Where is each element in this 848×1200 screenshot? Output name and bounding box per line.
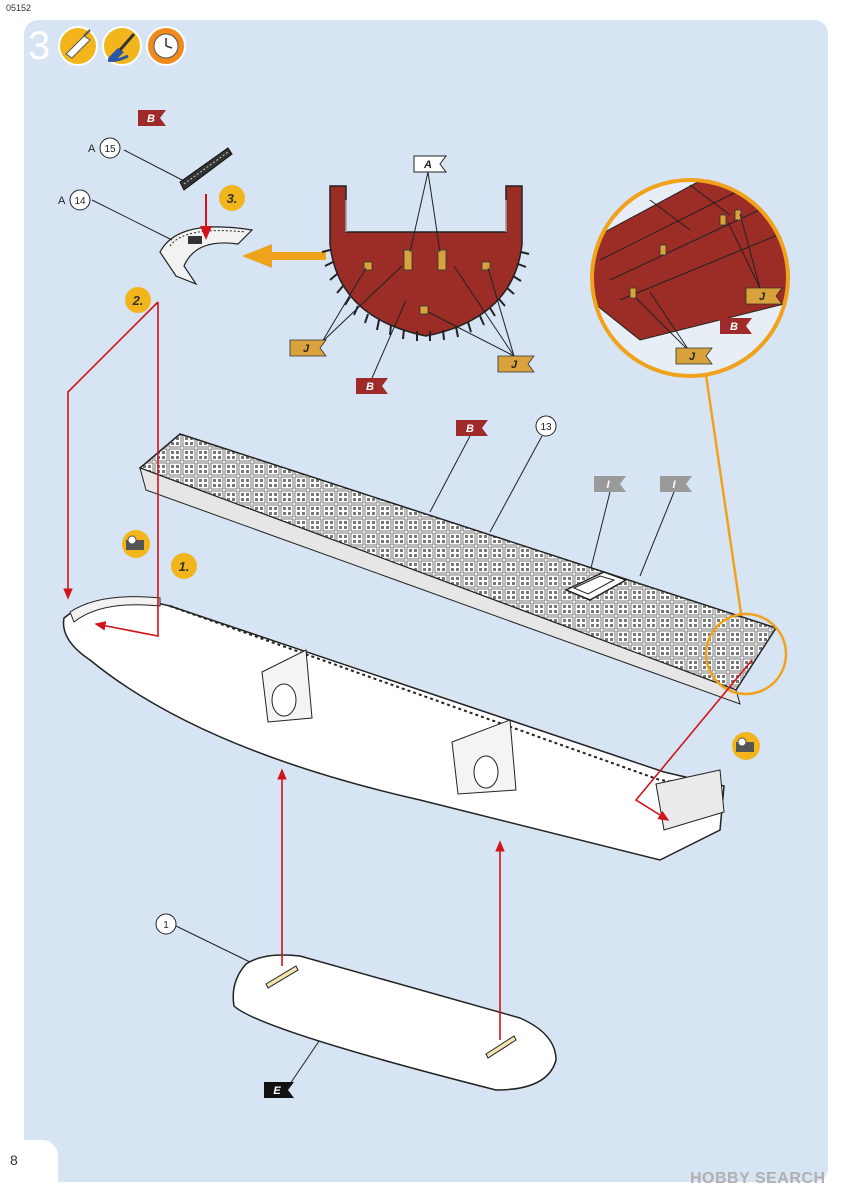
step-badge-2: 2. — [125, 287, 151, 313]
part-15 — [123, 147, 233, 191]
flag-b-deck: B — [456, 420, 488, 436]
leader-lines — [175, 171, 761, 1085]
svg-text:3.: 3. — [227, 191, 238, 206]
part-14-callout — [69, 189, 91, 211]
svg-text:A: A — [423, 159, 432, 171]
flag-j-zoom-1: J — [745, 287, 783, 305]
glue-icon — [58, 26, 98, 66]
flag-a-section: A — [413, 155, 447, 173]
svg-text:J: J — [303, 343, 310, 355]
paint-brush-icon — [102, 26, 142, 66]
hull-main — [62, 596, 725, 861]
flag-i-deck-2: I — [660, 476, 692, 492]
part-13-callout — [535, 415, 557, 437]
flag-j-zoom-2: J — [675, 347, 713, 365]
part-14-prefix: A — [58, 195, 66, 207]
step-number: 3 — [28, 24, 51, 68]
flag-b-zoom: B — [720, 318, 752, 334]
page-number: 8 — [10, 1152, 18, 1168]
glue-tape-icon-right — [732, 732, 760, 760]
flag-j-left: J — [289, 339, 327, 357]
svg-text:I: I — [672, 479, 676, 491]
svg-text:I: I — [606, 479, 610, 491]
part-15-prefix: A — [88, 143, 96, 155]
svg-text:E: E — [273, 1085, 281, 1097]
svg-text:B: B — [466, 423, 474, 435]
flag-i-deck-1: I — [594, 476, 626, 492]
orange-direction-arrow — [242, 244, 326, 268]
svg-text:B: B — [730, 321, 738, 333]
part-14-number: 14 — [74, 196, 86, 207]
part-1-number: 1 — [163, 920, 169, 931]
watermark: HOBBY SEARCH — [690, 1170, 826, 1187]
stand-part-1 — [232, 954, 557, 1091]
svg-text:1.: 1. — [179, 559, 190, 574]
hull-section — [321, 185, 530, 341]
clock-icon — [146, 26, 186, 66]
part-15-number: 15 — [104, 144, 116, 155]
step-badge-1: 1. — [171, 553, 197, 579]
glue-tape-icon-left — [122, 530, 150, 558]
svg-text:J: J — [689, 351, 696, 363]
page-number-tab: 8 — [4, 1140, 58, 1186]
svg-text:J: J — [759, 291, 766, 303]
deck-detail-circle — [704, 612, 788, 696]
part-1-callout — [155, 913, 177, 935]
step-badge-3: 3. — [219, 185, 245, 211]
svg-text:J: J — [511, 359, 518, 371]
assembly-arrows — [63, 301, 753, 1040]
flag-j-right: J — [497, 355, 535, 373]
svg-text:2.: 2. — [132, 293, 144, 308]
document-code: 05152 — [6, 3, 32, 13]
part-14 — [91, 199, 254, 286]
detail-zoom — [590, 178, 790, 621]
part-15-callout — [99, 137, 121, 159]
flag-b-section: B — [356, 378, 388, 394]
flag-e-stand: E — [264, 1082, 294, 1098]
svg-text:B: B — [147, 113, 155, 125]
part-13-number: 13 — [540, 422, 552, 433]
flag-b-top: B — [138, 110, 166, 126]
svg-text:B: B — [366, 381, 374, 393]
